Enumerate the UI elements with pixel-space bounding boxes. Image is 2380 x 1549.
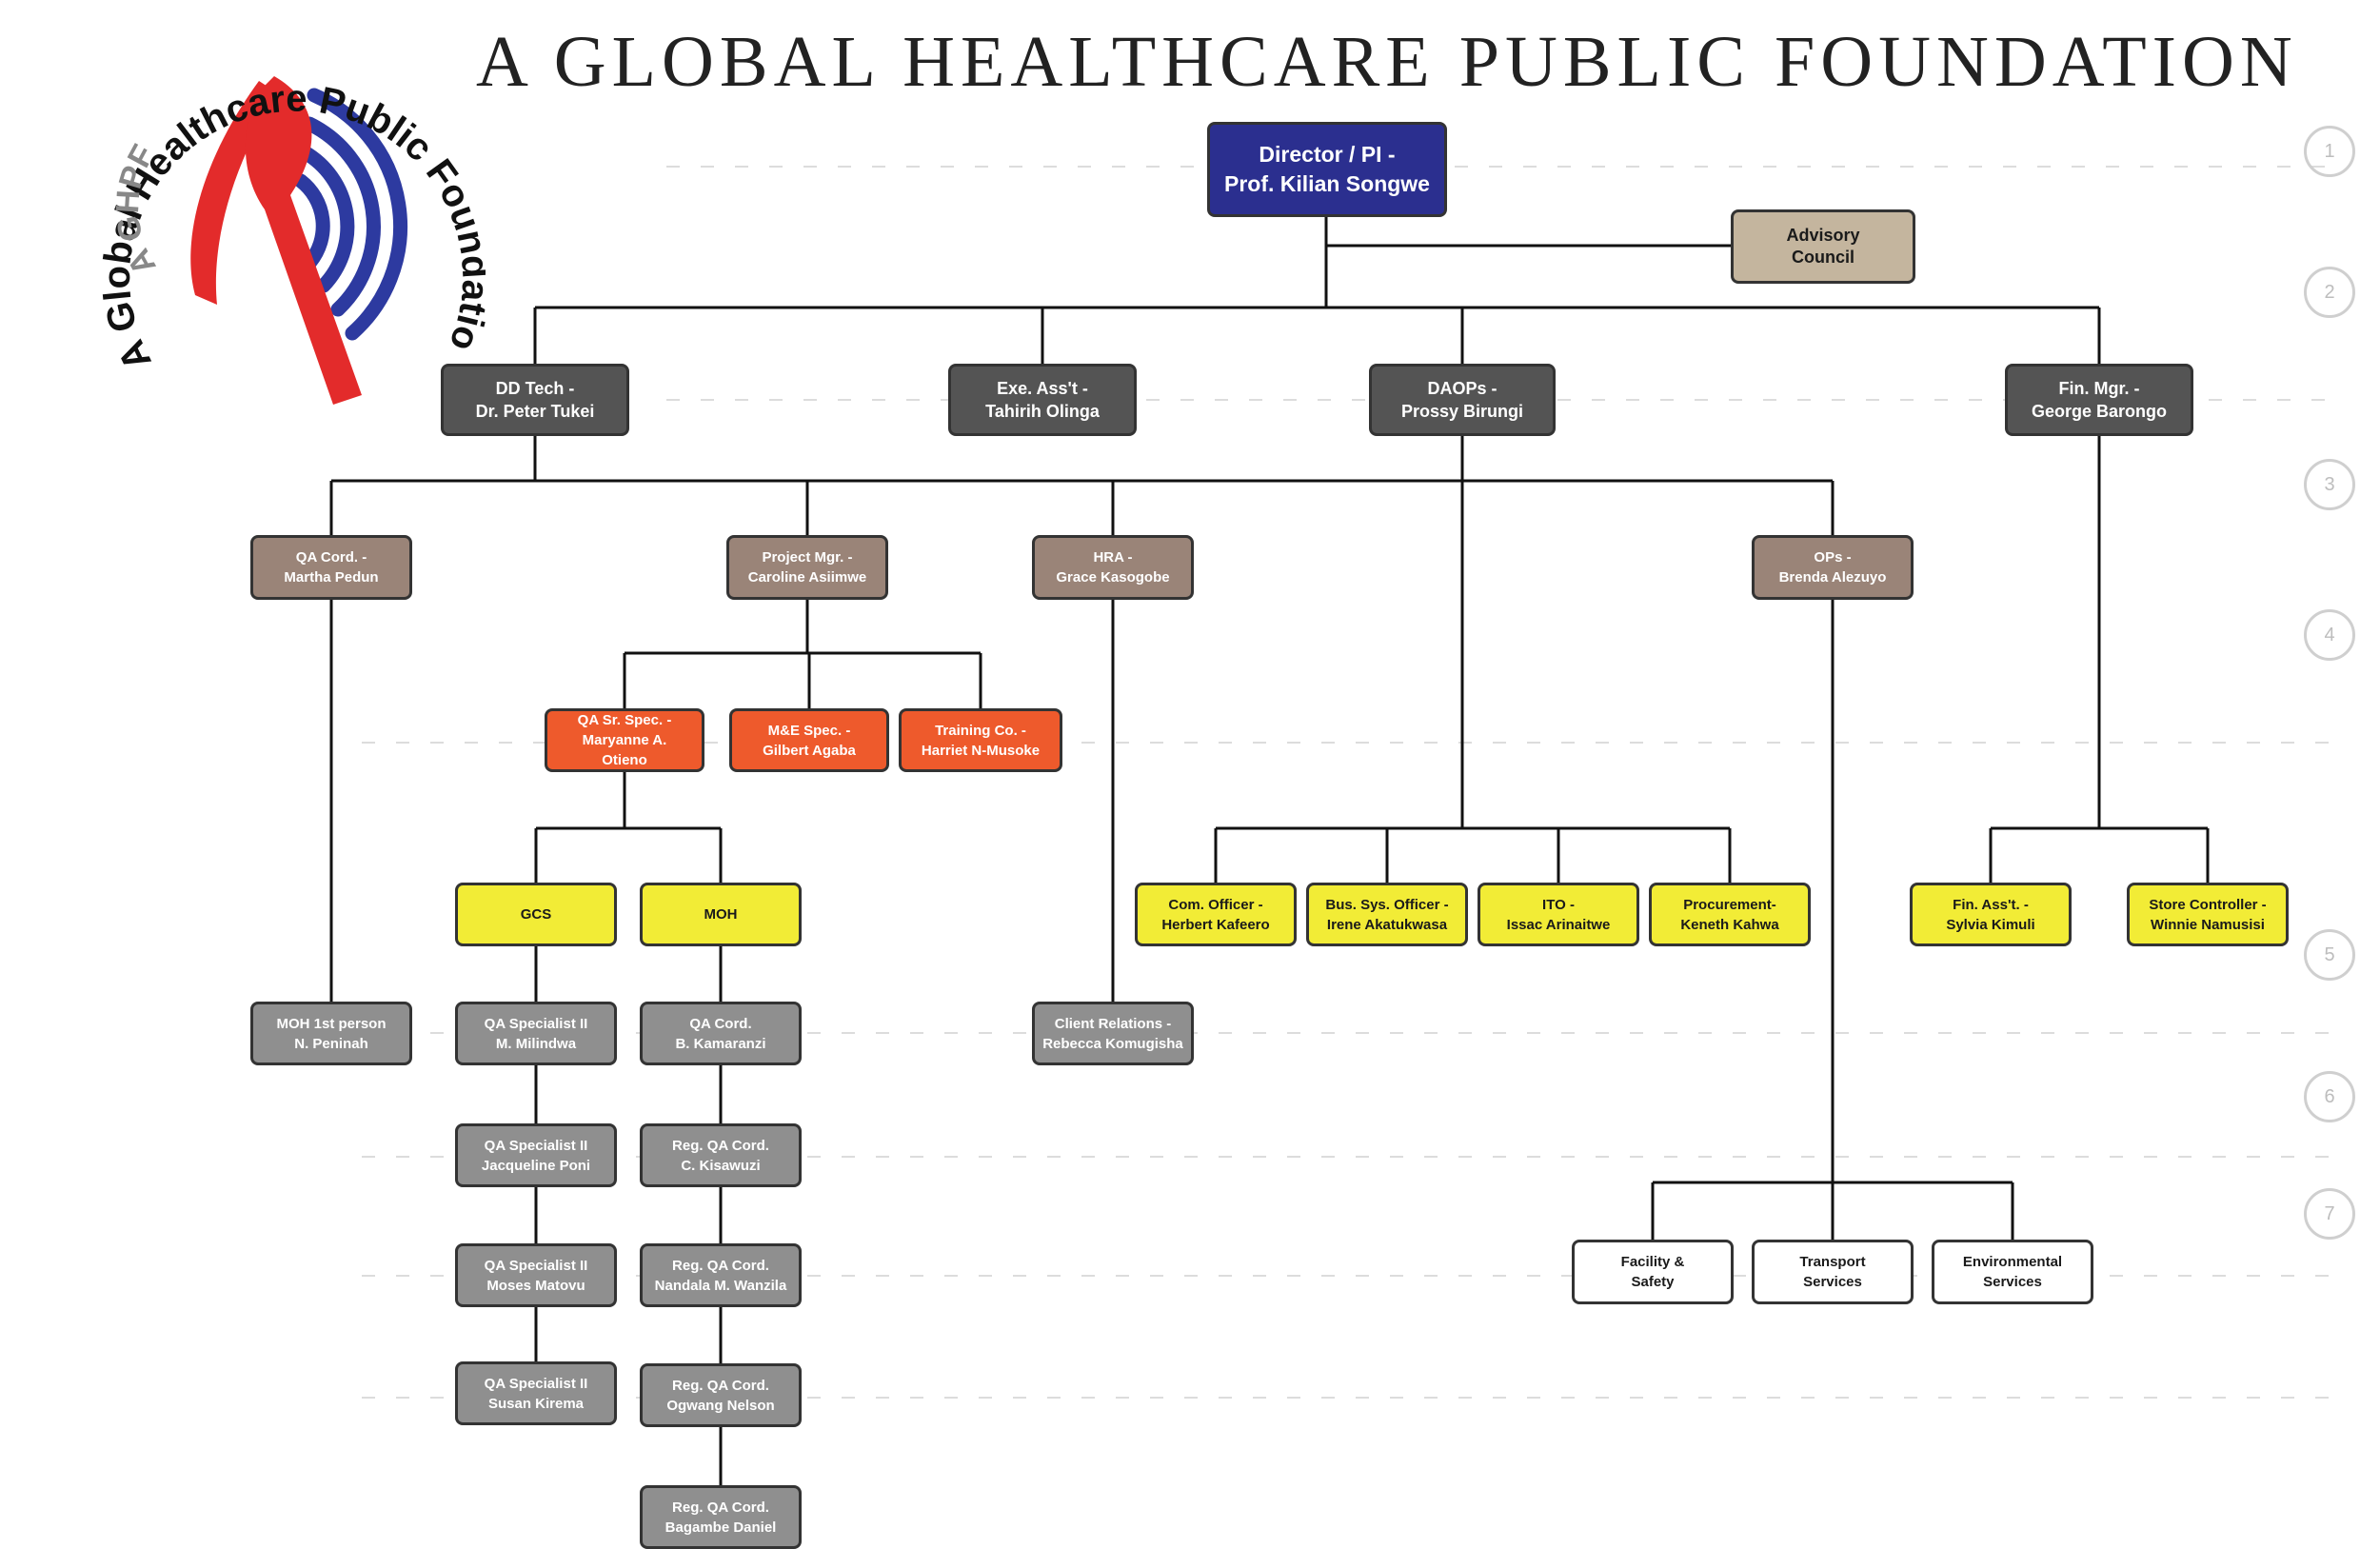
node-fin-mgr: Fin. Mgr. - George Barongo <box>2005 364 2193 436</box>
level-marker-7: 7 <box>2304 1188 2355 1240</box>
node-hra: HRA - Grace Kasogobe <box>1032 535 1194 600</box>
node-procurement: Procurement- Keneth Kahwa <box>1649 883 1811 946</box>
node-project-mgr: Project Mgr. - Caroline Asiimwe <box>726 535 888 600</box>
node-hra-label: HRA - Grace Kasogobe <box>1056 549 1170 586</box>
node-qa-cord-label: QA Cord. - Martha Pedun <box>284 549 379 586</box>
arc-ring-1 <box>307 88 407 341</box>
node-moh-label: MOH <box>704 906 738 923</box>
node-client-relations: Client Relations - Rebecca Komugisha <box>1032 1002 1194 1065</box>
level-marker-5: 5 <box>2304 929 2355 981</box>
node-qa-sr-spec-label: QA Sr. Spec. - Maryanne A. Otieno <box>577 712 672 768</box>
node-client-relations-label: Client Relations - Rebecca Komugisha <box>1042 1015 1183 1052</box>
node-qa-cord: QA Cord. - Martha Pedun <box>250 535 412 600</box>
node-reg-qa-4-label: Reg. QA Cord. Bagambe Daniel <box>664 1499 777 1536</box>
arc-rings <box>293 88 407 341</box>
node-gcs: GCS <box>455 883 617 946</box>
node-moh: MOH <box>640 883 802 946</box>
node-qa-spec-3-label: QA Specialist II Moses Matovu <box>484 1257 588 1294</box>
node-fin-asst-label: Fin. Ass't. - Sylvia Kimuli <box>1946 896 2035 933</box>
node-qa-spec-2-label: QA Specialist II Jacqueline Poni <box>481 1137 591 1174</box>
node-reg-qa-cord-4: Reg. QA Cord. Bagambe Daniel <box>640 1485 802 1549</box>
node-facility-safety: Facility & Safety <box>1572 1240 1734 1304</box>
node-moh-1st-label: MOH 1st person N. Peninah <box>276 1015 387 1052</box>
node-moh-1st-person: MOH 1st person N. Peninah <box>250 1002 412 1065</box>
node-advisory-council: Advisory Council <box>1731 209 1915 284</box>
node-procurement-label: Procurement- Keneth Kahwa <box>1680 896 1779 933</box>
page-title: A GLOBAL HEALTHCARE PUBLIC FOUNDATION <box>476 22 2298 102</box>
node-ops-label: OPs - Brenda Alezuyo <box>1778 549 1887 586</box>
level-marker-4: 4 <box>2304 609 2355 661</box>
node-fin-mgr-label: Fin. Mgr. - George Barongo <box>2031 379 2167 421</box>
node-reg-qa-cord-1: Reg. QA Cord. C. Kisawuzi <box>640 1123 802 1187</box>
node-director: Director / PI - Prof. Kilian Songwe <box>1207 122 1447 217</box>
node-daops-label: DAOPs - Prossy Birungi <box>1400 379 1524 421</box>
node-director-label: Director / PI - Prof. Kilian Songwe <box>1224 142 1430 196</box>
node-qa-cord-moh: QA Cord. B. Kamaranzi <box>640 1002 802 1065</box>
level-marker-2: 2 <box>2304 267 2355 318</box>
node-qa-specialist-2: QA Specialist II Jacqueline Poni <box>455 1123 617 1187</box>
node-bus-sys-label: Bus. Sys. Officer - Irene Akatukwasa <box>1325 896 1449 933</box>
node-reg-qa-1-label: Reg. QA Cord. C. Kisawuzi <box>672 1137 769 1174</box>
node-environmental-services: Environmental Services <box>1932 1240 2093 1304</box>
node-reg-qa-cord-3: Reg. QA Cord. Ogwang Nelson <box>640 1363 802 1427</box>
node-exe-asst-label: Exe. Ass't - Tahirih Olinga <box>985 379 1100 421</box>
node-environmental-label: Environmental Services <box>1962 1254 2063 1290</box>
node-ito: ITO - Issac Arinaitwe <box>1478 883 1639 946</box>
node-me-spec-label: M&E Spec. - Gilbert Agaba <box>763 722 856 759</box>
node-me-spec: M&E Spec. - Gilbert Agaba <box>729 708 889 772</box>
ribbon-left <box>190 81 278 305</box>
node-fin-asst: Fin. Ass't. - Sylvia Kimuli <box>1910 883 2072 946</box>
node-training-co-label: Training Co. - Harriet N-Musoke <box>921 722 1041 759</box>
node-qa-spec-4-label: QA Specialist II Susan Kirema <box>484 1375 588 1412</box>
node-com-officer-label: Com. Officer - Herbert Kafeero <box>1161 896 1270 933</box>
node-qa-specialist-3: QA Specialist II Moses Matovu <box>455 1243 617 1307</box>
node-store-controller-label: Store Controller - Winnie Namusisi <box>2149 896 2267 933</box>
node-project-mgr-label: Project Mgr. - Caroline Asiimwe <box>747 549 867 586</box>
node-store-controller: Store Controller - Winnie Namusisi <box>2127 883 2289 946</box>
node-reg-qa-2-label: Reg. QA Cord. Nandala M. Wanzila <box>654 1257 787 1294</box>
level-marker-1: 1 <box>2304 126 2355 177</box>
node-dd-tech-label: DD Tech - Dr. Peter Tukei <box>475 379 595 421</box>
arc-ring-3 <box>297 145 355 293</box>
node-reg-qa-cord-2: Reg. QA Cord. Nandala M. Wanzila <box>640 1243 802 1307</box>
node-training-co: Training Co. - Harriet N-Musoke <box>899 708 1062 772</box>
red-ribbon <box>190 76 362 405</box>
level-marker-3: 3 <box>2304 459 2355 510</box>
node-qa-specialist-1: QA Specialist II M. Milindwa <box>455 1002 617 1065</box>
node-gcs-label: GCS <box>520 906 552 923</box>
arc-ring-2 <box>302 116 381 317</box>
node-qa-specialist-4: QA Specialist II Susan Kirema <box>455 1361 617 1425</box>
ribbon-right <box>245 76 362 405</box>
node-qa-sr-spec: QA Sr. Spec. - Maryanne A. Otieno <box>545 708 704 772</box>
node-bus-sys-officer: Bus. Sys. Officer - Irene Akatukwasa <box>1306 883 1468 946</box>
foundation-logo: A Global Healthcare Public Foundation A … <box>48 19 486 405</box>
node-transport-label: Transport Services <box>1799 1254 1866 1290</box>
arc-ring-4 <box>293 173 330 269</box>
node-advisory-label: Advisory Council <box>1786 226 1860 267</box>
node-dd-tech: DD Tech - Dr. Peter Tukei <box>441 364 629 436</box>
node-qa-spec-1-label: QA Specialist II M. Milindwa <box>484 1015 588 1052</box>
node-daops: DAOPs - Prossy Birungi <box>1369 364 1556 436</box>
node-exe-asst: Exe. Ass't - Tahirih Olinga <box>948 364 1137 436</box>
level-marker-6: 6 <box>2304 1071 2355 1122</box>
node-transport-services: Transport Services <box>1752 1240 1914 1304</box>
node-ops: OPs - Brenda Alezuyo <box>1752 535 1914 600</box>
row-guides <box>362 166 2342 1399</box>
node-qa-cord-moh-label: QA Cord. B. Kamaranzi <box>675 1015 766 1052</box>
node-facility-label: Facility & Safety <box>1620 1254 1685 1290</box>
node-reg-qa-3-label: Reg. QA Cord. Ogwang Nelson <box>666 1377 775 1414</box>
node-com-officer: Com. Officer - Herbert Kafeero <box>1135 883 1297 946</box>
node-ito-label: ITO - Issac Arinaitwe <box>1506 896 1611 933</box>
